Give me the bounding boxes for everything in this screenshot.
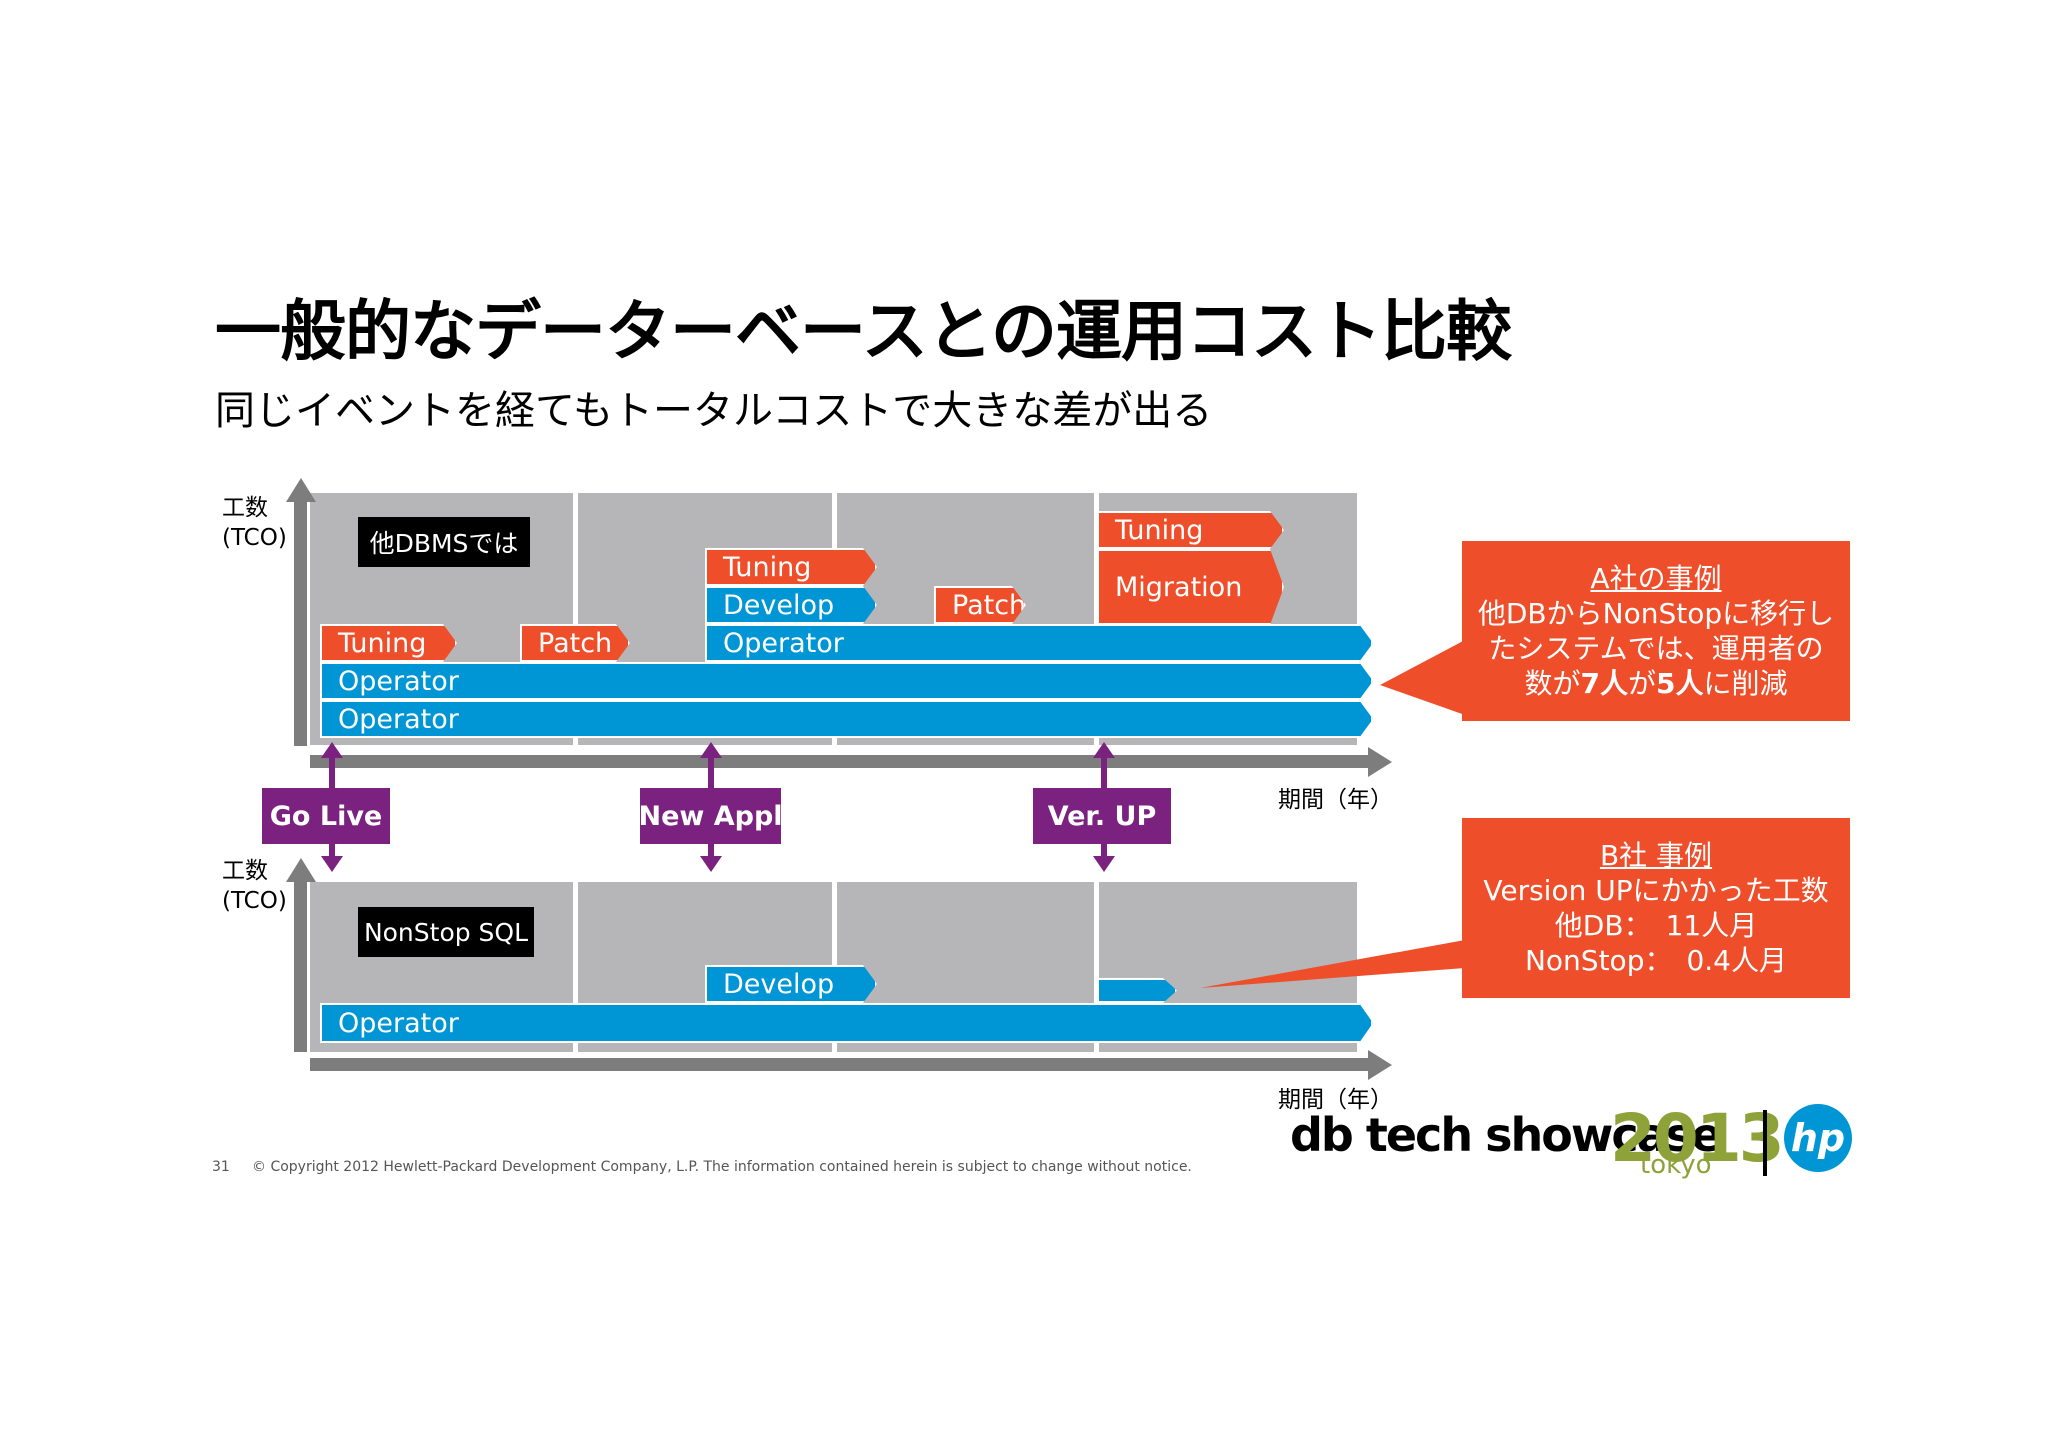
event-new-appl: New Appl bbox=[638, 788, 783, 844]
event-arrow-down bbox=[321, 856, 343, 872]
callout-b-line: 他DB： 11人月 bbox=[1554, 909, 1758, 942]
hp-logo: hp bbox=[1784, 1104, 1852, 1172]
top-y-axis bbox=[294, 500, 307, 746]
bar-version-up-small bbox=[1097, 978, 1177, 1003]
event-logo-city: tokyo bbox=[1640, 1150, 1712, 1180]
logo-separator bbox=[1763, 1110, 1767, 1176]
bar-tuning: Tuning bbox=[1097, 511, 1284, 549]
bar-develop: Develop bbox=[705, 965, 877, 1003]
bar-develop: Develop bbox=[705, 586, 877, 624]
event-ver-up: Ver. UP bbox=[1033, 788, 1171, 844]
event-arrow-down bbox=[700, 856, 722, 872]
bar-operator: Operator bbox=[320, 700, 1373, 738]
event-arrow-up bbox=[321, 742, 343, 758]
bar-patch: Patch bbox=[934, 586, 1026, 624]
bottom-y-axis-label: 工数 (TCO) bbox=[222, 858, 287, 914]
callout-a: A社の事例 他DBからNonStopに移行し たシステムでは、運用者の 数が7人… bbox=[1462, 541, 1850, 721]
bottom-y-axis-arrow bbox=[286, 858, 316, 882]
top-y-axis-label: 工数 (TCO) bbox=[222, 495, 287, 551]
event-logo-text: db tech showcase bbox=[1290, 1108, 1722, 1162]
event-arrow-up bbox=[1093, 742, 1115, 758]
bottom-x-axis bbox=[310, 1058, 1370, 1071]
bar-tuning: Tuning bbox=[320, 624, 457, 662]
bottom-chart-tag: NonStop SQL bbox=[358, 907, 534, 957]
callout-a-line: 他DBからNonStopに移行し bbox=[1477, 597, 1835, 630]
bottom-divider-1 bbox=[573, 882, 578, 1052]
event-arrow-down bbox=[1093, 856, 1115, 872]
top-x-axis-arrow bbox=[1368, 747, 1392, 777]
callout-b-line: NonStop： 0.4人月 bbox=[1524, 944, 1787, 977]
bottom-x-axis-arrow bbox=[1368, 1050, 1392, 1080]
callout-a-heading: A社の事例 bbox=[1590, 562, 1722, 595]
event-logo-year: 2013 bbox=[1610, 1100, 1785, 1177]
top-divider-1 bbox=[573, 493, 578, 745]
callout-b: B社 事例 Version UPにかかった工数 他DB： 11人月 NonSto… bbox=[1462, 818, 1850, 998]
page-title: 一般的なデーターベースとの運用コスト比較 bbox=[215, 293, 1512, 370]
callout-b-heading: B社 事例 bbox=[1599, 839, 1713, 872]
bottom-divider-3 bbox=[1094, 882, 1099, 1052]
event-arrow-up bbox=[700, 742, 722, 758]
callout-a-pointer bbox=[1380, 640, 1465, 715]
callout-b-line: Version UPにかかった工数 bbox=[1483, 874, 1829, 907]
top-y-axis-arrow bbox=[286, 478, 316, 502]
bar-operator: Operator bbox=[705, 624, 1373, 662]
bottom-x-axis-label: 期間（年） bbox=[1278, 1087, 1393, 1113]
callout-a-line: たシステムでは、運用者の bbox=[1488, 632, 1824, 665]
callout-b-pointer bbox=[1200, 940, 1465, 988]
callout-a-line: 数が7人が5人に削減 bbox=[1524, 667, 1788, 700]
top-divider-3 bbox=[1094, 493, 1099, 745]
bar-migration: Migration bbox=[1097, 549, 1284, 625]
bar-operator: Operator bbox=[320, 662, 1373, 700]
top-chart-tag: 他DBMSでは bbox=[358, 517, 530, 567]
event-go-live: Go Live bbox=[262, 788, 390, 844]
bar-operator: Operator bbox=[320, 1003, 1373, 1043]
bottom-y-axis bbox=[294, 880, 307, 1052]
top-x-axis-label: 期間（年） bbox=[1278, 787, 1393, 813]
copyright-notice: © Copyright 2012 Hewlett-Packard Develop… bbox=[252, 1159, 1192, 1175]
page-subtitle: 同じイベントを経てもトータルコストで大きな差が出る bbox=[215, 388, 1213, 434]
bar-patch: Patch bbox=[520, 624, 630, 662]
page-number: 31 bbox=[212, 1159, 230, 1175]
bar-tuning: Tuning bbox=[705, 548, 877, 586]
